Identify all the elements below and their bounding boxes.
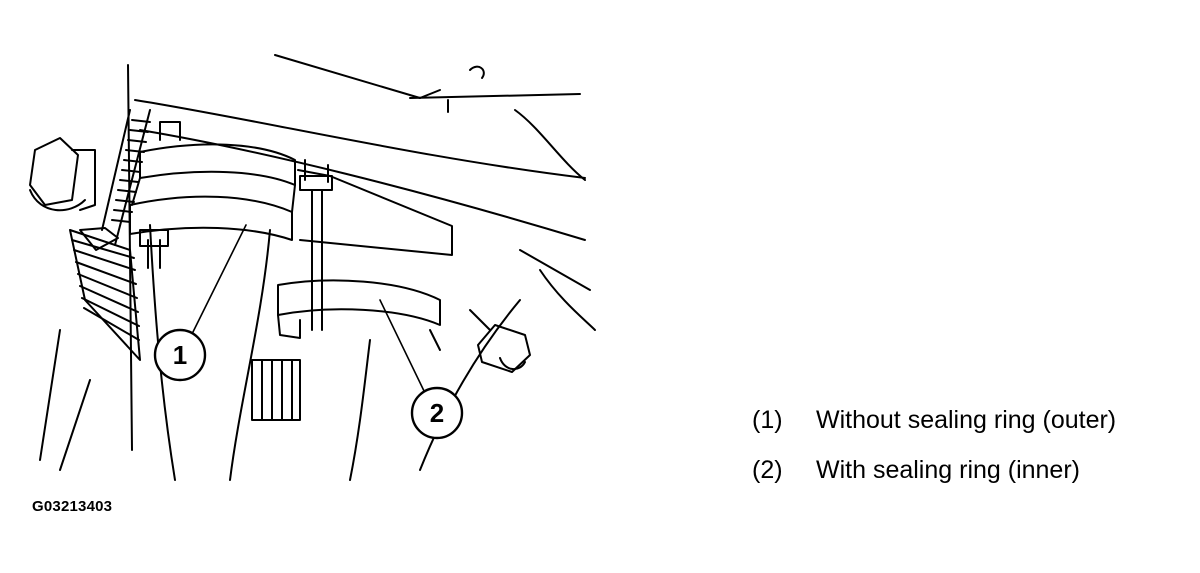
callout-2-number: 2 xyxy=(430,398,444,428)
figure-id-label: G03213403 xyxy=(32,498,113,515)
legend-item: (2) With sealing ring (inner) xyxy=(752,445,1116,495)
exhaust-flange-illustration: 1 2 xyxy=(29,54,596,481)
exhaust-pipe-right xyxy=(251,159,521,481)
callout-1-leader xyxy=(189,224,247,339)
hex-bolt-left xyxy=(29,137,96,212)
legend-item-text: Without sealing ring (outer) xyxy=(816,405,1117,434)
hex-nut-right xyxy=(469,309,531,373)
legend: (1) Without sealing ring (outer) (2) Wit… xyxy=(752,395,1116,495)
callout-2-leader xyxy=(379,299,426,394)
engine-body-lines xyxy=(134,54,596,331)
callout-2: 2 xyxy=(410,386,464,440)
legend-item: (1) Without sealing ring (outer) xyxy=(752,395,1116,445)
legend-item-number: (2) xyxy=(752,455,783,484)
ribbed-belt xyxy=(101,64,151,451)
legend-item-number: (1) xyxy=(752,405,783,434)
flange-outer xyxy=(129,121,296,269)
hatched-fan xyxy=(69,227,141,361)
callout-1-number: 1 xyxy=(173,340,187,370)
callout-1: 1 xyxy=(153,328,207,382)
legend-item-text: With sealing ring (inner) xyxy=(816,455,1080,484)
